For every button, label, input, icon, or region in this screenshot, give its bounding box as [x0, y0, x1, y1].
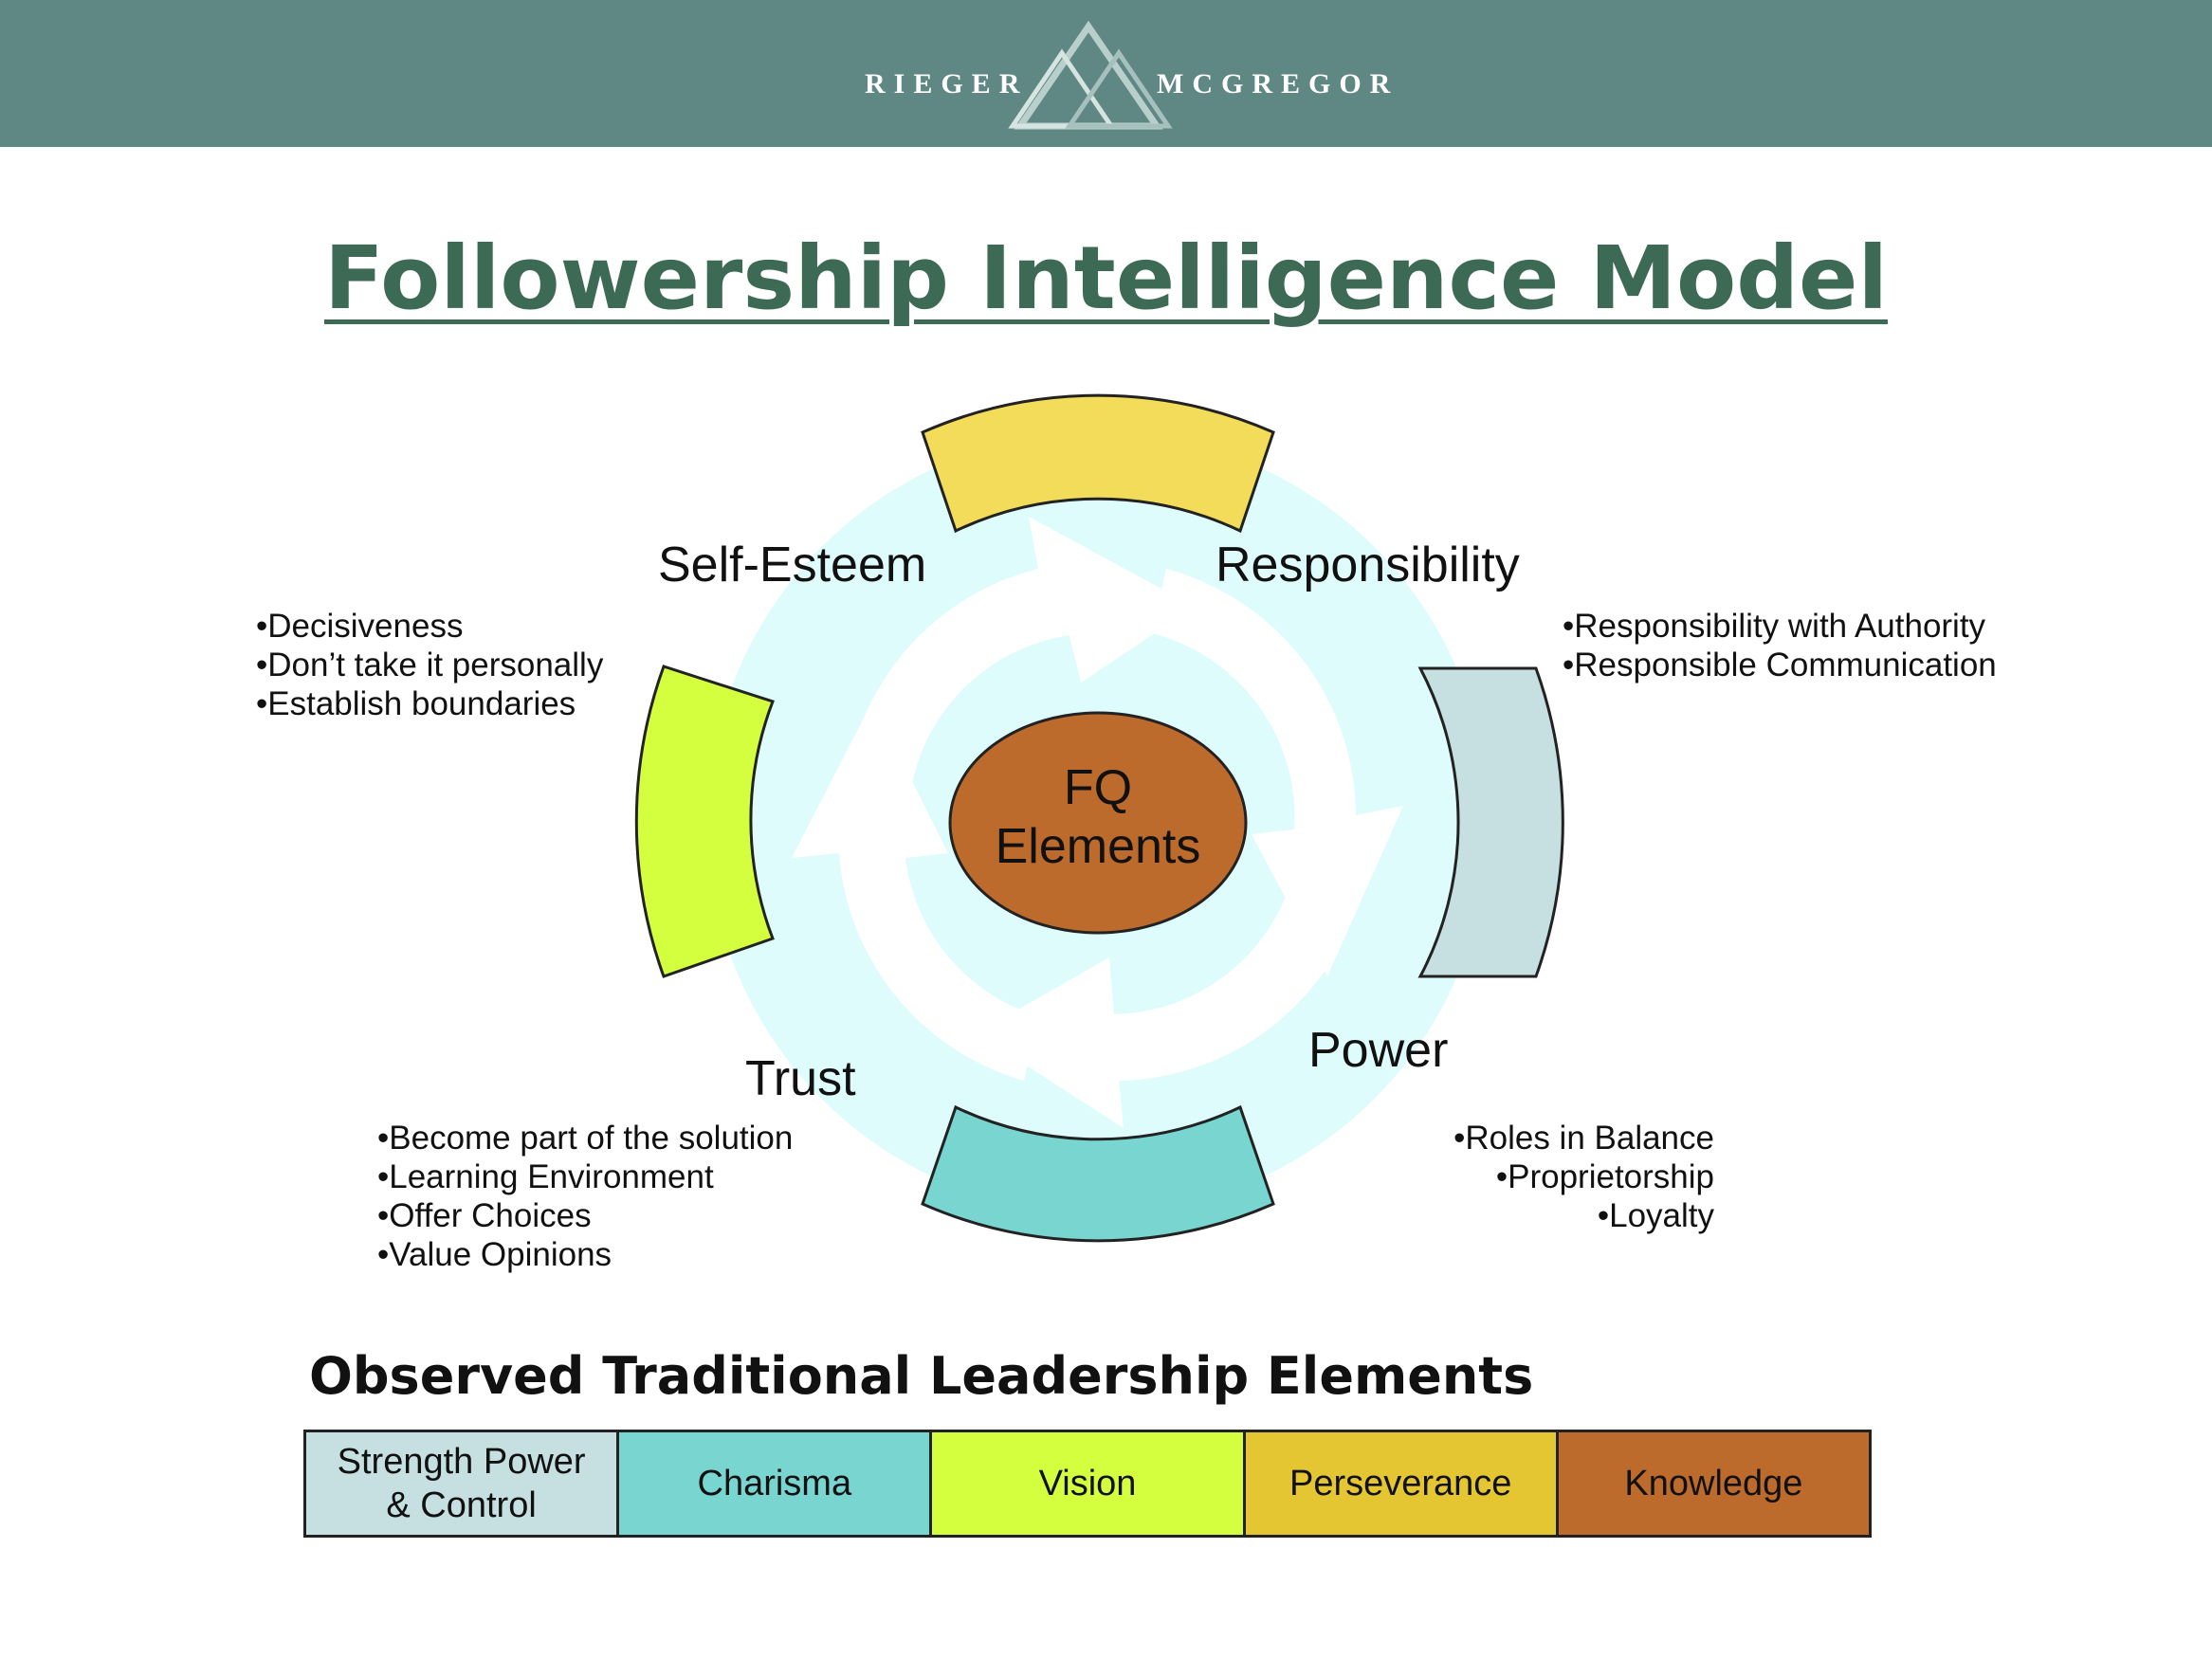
responsibility-bullets: •Responsibility with Authority •Responsi… — [1563, 607, 1997, 684]
center-line-2: Elements — [995, 819, 1201, 874]
traditional-elements-title: Observed Traditional Leadership Elements — [309, 1346, 1534, 1406]
bullet-item: •Become part of the solution — [377, 1120, 794, 1157]
bullet-item: •Loyalty — [1597, 1197, 1714, 1234]
segment-power — [1417, 666, 1564, 978]
cycle-arrow-white — [1152, 569, 1403, 976]
fq-elements-center — [948, 711, 1248, 935]
trad-cell-vision: Vision — [929, 1432, 1243, 1535]
trust-bullets: •Become part of the solution •Learning E… — [377, 1119, 793, 1274]
logo-triangles-icon — [1008, 20, 1173, 130]
element-label-trust: Trust — [745, 1051, 856, 1106]
self-esteem-bullets: •Decisiveness •Don’t take it personally … — [256, 607, 603, 723]
bullet-item: •Proprietorship — [1495, 1158, 1714, 1195]
segment-trust — [921, 1104, 1275, 1243]
element-label-self-esteem: Self-Esteem — [658, 537, 927, 592]
trad-cell-charisma: Charisma — [616, 1432, 930, 1535]
bullet-item: •Responsible Communication — [1563, 647, 1997, 683]
bullet-item: •Establish boundaries — [256, 685, 576, 722]
bullet-item: •Decisiveness — [256, 608, 464, 645]
cycle-arrow-white — [792, 701, 1038, 1081]
segment-self-esteem — [634, 665, 775, 978]
brand-name-right: MCGREGOR — [1157, 68, 1399, 100]
trad-cell-perseverance: Perseverance — [1242, 1432, 1556, 1535]
segment-responsibility — [921, 393, 1275, 534]
traditional-elements-table: Strength Power& Control Charisma Vision … — [303, 1430, 1872, 1538]
fq-elements-label: FQ Elements — [956, 758, 1240, 876]
bullet-item: •Value Opinions — [377, 1236, 612, 1273]
cycle-arrow-white — [977, 886, 1356, 1128]
cycle-arrow-white — [844, 517, 1195, 834]
page-title: Followership Intelligence Model — [324, 228, 1888, 329]
trad-cell-knowledge: Knowledge — [1555, 1432, 1870, 1535]
bullet-item: •Responsibility with Authority — [1563, 608, 1986, 645]
element-label-responsibility: Responsibility — [1216, 537, 1520, 592]
power-bullets: •Roles in Balance •Proprietorship •Loyal… — [1384, 1119, 1714, 1235]
bullet-item: •Roles in Balance — [1453, 1120, 1714, 1157]
bullet-item: •Learning Environment — [377, 1158, 714, 1195]
element-label-power: Power — [1308, 1023, 1449, 1078]
center-line-1: FQ — [1063, 760, 1133, 815]
trad-cell-strength: Strength Power& Control — [306, 1432, 617, 1535]
bullet-item: •Offer Choices — [377, 1197, 592, 1234]
brand-name-left: RIEGER — [865, 68, 1029, 100]
bullet-item: •Don’t take it personally — [256, 647, 604, 683]
